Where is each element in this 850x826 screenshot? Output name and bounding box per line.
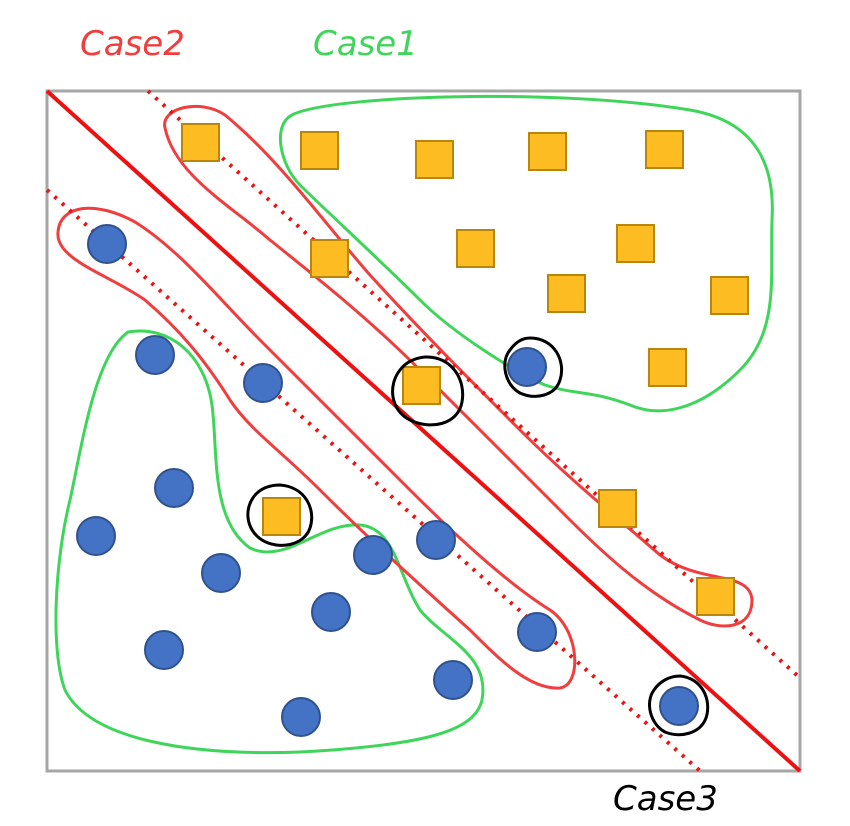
case1-label: Case1 — [313, 24, 418, 64]
circle-point — [154, 468, 194, 508]
circle-point — [507, 347, 547, 387]
circle-point — [243, 363, 283, 403]
case3-label: Case3 — [613, 779, 718, 819]
square-point — [696, 577, 735, 616]
square-point — [710, 276, 749, 315]
square-points — [181, 123, 749, 616]
square-point — [616, 224, 655, 263]
square-point — [415, 140, 454, 179]
circle-point — [353, 535, 393, 575]
square-point — [528, 132, 567, 171]
square-point — [300, 131, 339, 170]
square-point — [547, 274, 586, 313]
circle-point — [76, 516, 116, 556]
circle-point — [281, 697, 321, 737]
square-point — [645, 130, 684, 169]
case3-highlight — [503, 336, 564, 398]
square-point — [648, 348, 687, 387]
circle-point — [416, 520, 456, 560]
case3-highlight — [246, 483, 314, 547]
circle-point — [433, 660, 473, 700]
plot-frame — [45, 89, 802, 773]
square-point — [402, 366, 441, 405]
square-point — [456, 229, 495, 268]
circle-points — [76, 224, 699, 737]
circle-point — [517, 612, 557, 652]
square-point — [598, 489, 637, 528]
hyperplane-line — [45, 89, 802, 773]
case2-label: Case2 — [80, 24, 185, 64]
square-point — [181, 123, 220, 162]
square-point — [262, 497, 301, 536]
upper-margin-line — [146, 89, 802, 680]
case3-highlight — [391, 355, 465, 427]
case1-region-circles — [54, 329, 485, 755]
circle-point — [87, 224, 127, 264]
circle-point — [201, 553, 241, 593]
circle-point — [135, 335, 175, 375]
circle-point — [659, 686, 699, 726]
case2-margin-band-lower — [56, 206, 577, 690]
case3-highlight — [648, 674, 710, 737]
case3-highlights — [246, 336, 710, 737]
square-point — [310, 239, 349, 278]
circle-point — [311, 592, 351, 632]
circle-point — [144, 630, 184, 670]
case1-region-squares — [278, 94, 774, 413]
